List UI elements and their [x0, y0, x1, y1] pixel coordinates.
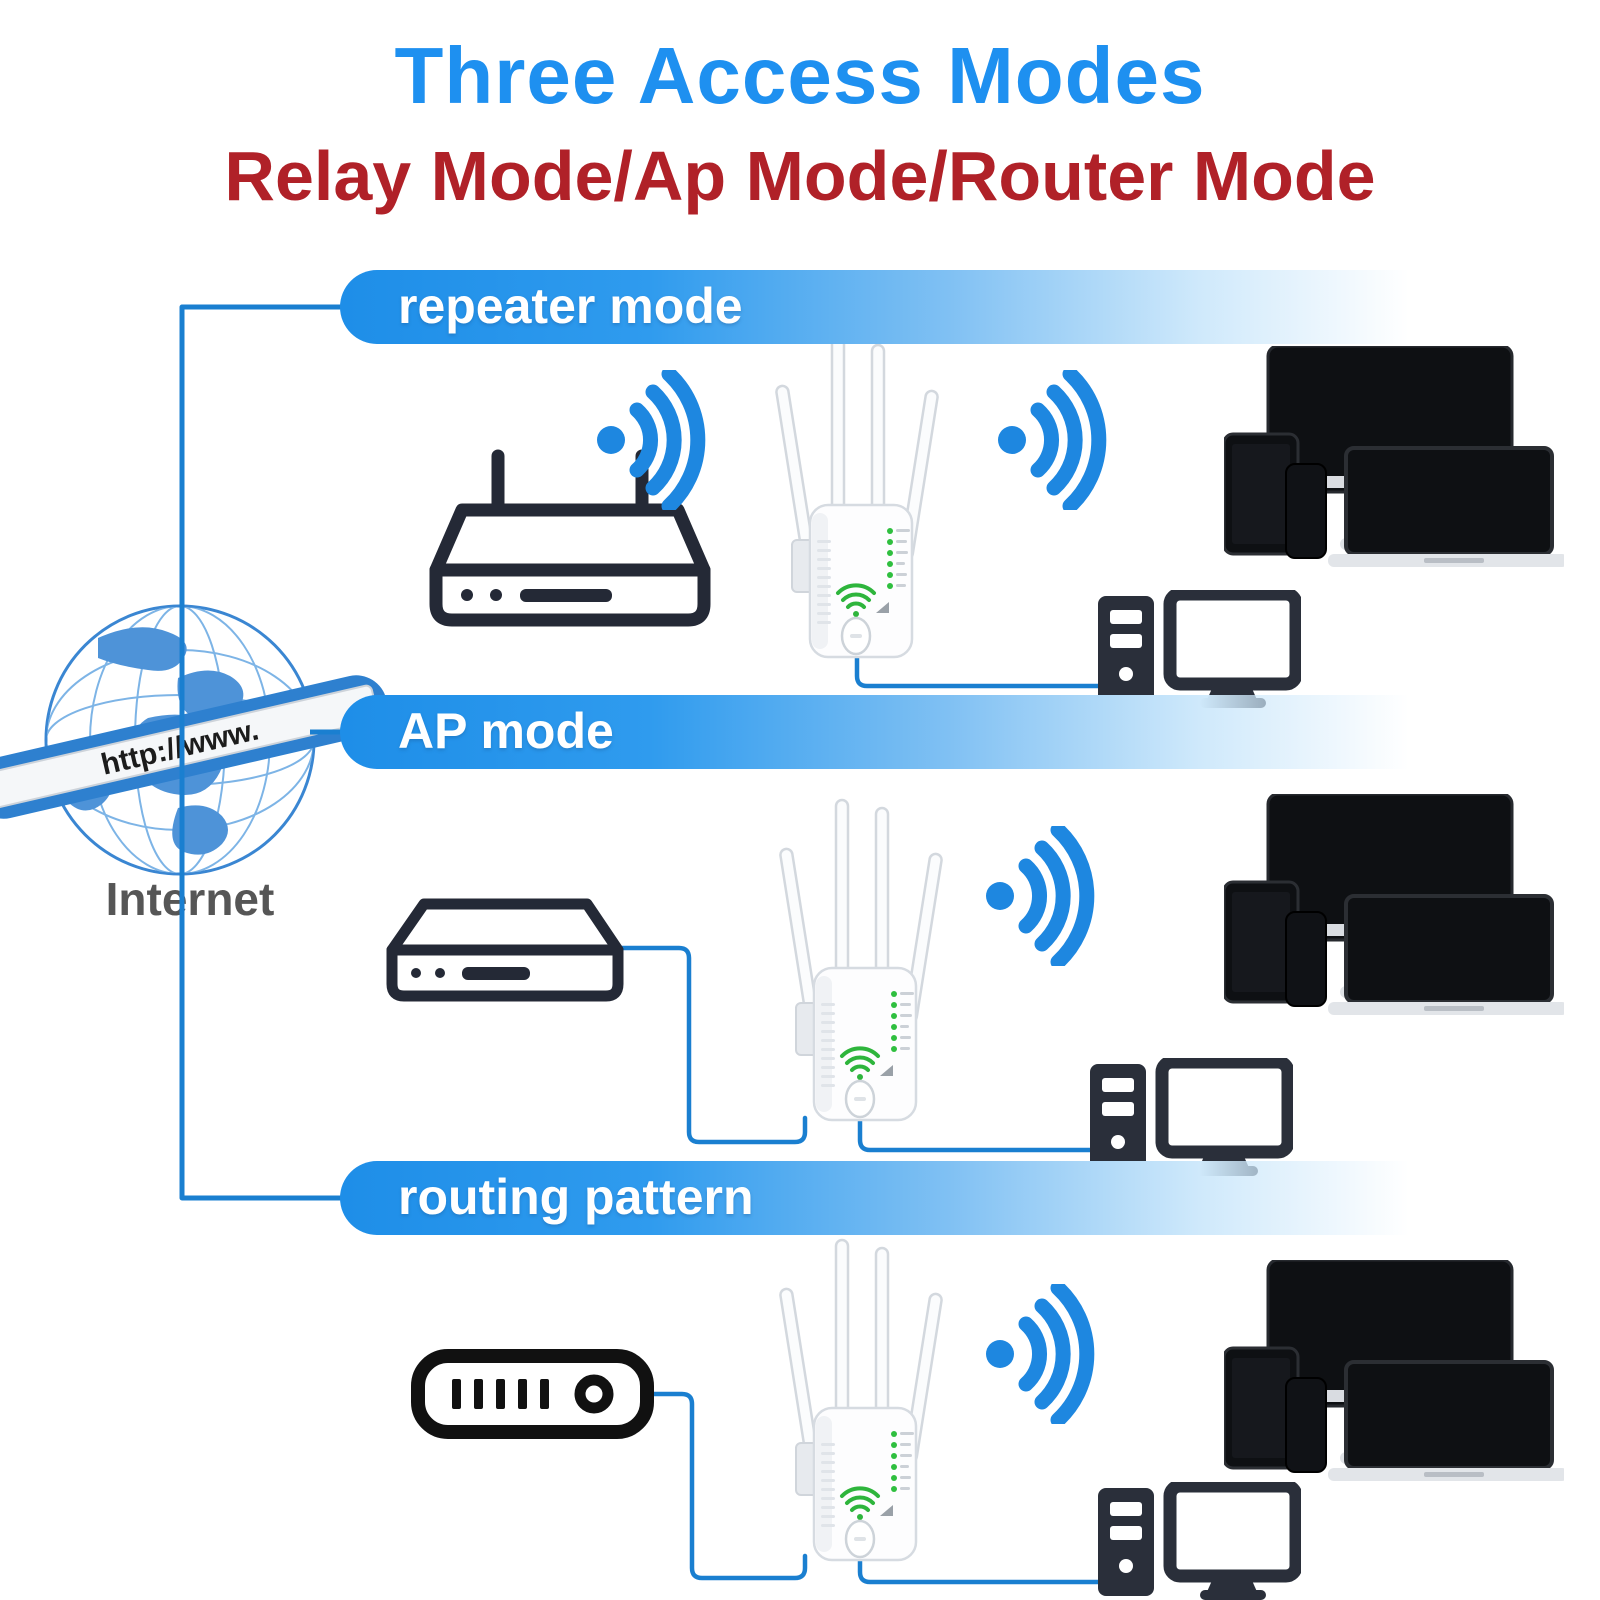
banner-routing-pattern: routing pattern [340, 1161, 1442, 1235]
page-title: Three Access Modes [394, 31, 1206, 120]
desktop-pc-icon [1098, 1486, 1296, 1600]
banner-ap-mode: AP mode [340, 695, 1442, 769]
cable-modem3-to-repeater3 [644, 1391, 808, 1581]
wifi-repeater-device-icon [773, 335, 941, 659]
wifi-signal-icon [998, 374, 1099, 506]
cable-repeater3-to-pc3 [857, 1557, 1101, 1585]
client-devices-cluster-icon [1224, 794, 1564, 1017]
wifi-signal-icon [597, 374, 698, 506]
desktop-pc-icon [1090, 1062, 1288, 1176]
internet-label: Internet [105, 873, 275, 925]
wifi-repeater-device-icon [777, 798, 945, 1122]
banner-ap-mode-label: AP mode [398, 703, 614, 759]
banner-repeater-mode: repeater mode [340, 270, 1442, 344]
cable-repeater2-to-pc2 [857, 1117, 1093, 1153]
banner-routing-pattern-label: routing pattern [398, 1169, 754, 1225]
client-devices-cluster-icon [1224, 346, 1564, 569]
desktop-pc-icon [1098, 594, 1296, 708]
modem-icon [392, 904, 618, 996]
cable-repeater1-to-pc1 [854, 647, 1101, 689]
wifi-signal-icon [986, 1288, 1087, 1420]
broadband-modem-icon [418, 1356, 647, 1432]
internet-globe-icon: http://www. [0, 604, 388, 876]
banner-repeater-mode-label: repeater mode [398, 278, 743, 334]
page-subtitle: Relay Mode/Ap Mode/Router Mode [224, 137, 1376, 215]
client-devices-cluster-icon [1224, 1260, 1564, 1483]
wifi-repeater-device-icon [777, 1238, 945, 1562]
cable-modem2-to-repeater2 [618, 945, 808, 1145]
wifi-signal-icon [986, 830, 1087, 962]
